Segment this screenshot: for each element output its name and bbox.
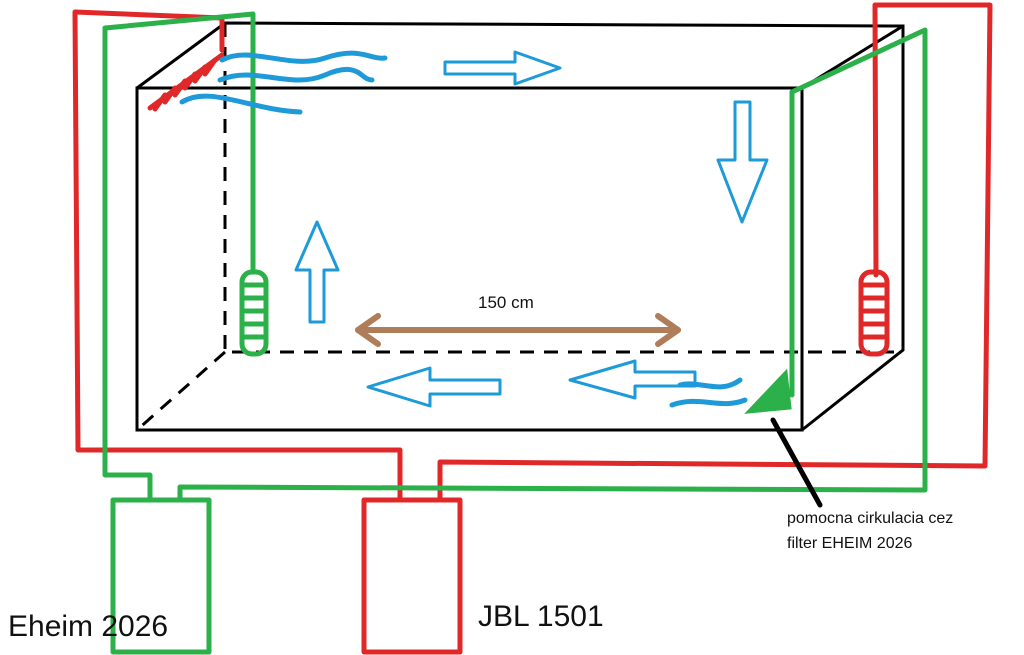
jbl-1501-filter-box [361,497,463,655]
length-arrow-left-head [355,313,381,347]
annotation-line-1: pomocna cirkulacia cez [787,510,954,527]
aquarium-tank [135,21,905,432]
eheim-filter-label: Eheim 2026 [8,610,169,643]
length-double-arrow [355,313,681,347]
eheim-strainer-ribs [242,282,266,340]
eheim-return-pipe [177,27,928,503]
wave-line [179,93,303,115]
water-currents [179,50,748,408]
tank-front-face [135,86,804,432]
length-arrow-right-head [655,313,681,347]
eheim-outlet-nozzle [744,368,792,414]
wave-line [677,377,743,390]
wave-line [669,397,748,408]
spraybar-holes [152,57,218,112]
annotation-pointer [770,417,823,508]
eheim-2026-filter-box [110,497,212,655]
wave-line [217,67,375,83]
eheim-pipes [102,11,928,655]
jbl-intake-strainer [858,269,890,357]
flow-arrows [294,50,769,408]
jbl-pipes [72,2,993,655]
wave-line [219,50,388,64]
jbl-outflow-pipe [72,9,403,503]
tank-length-label: 150 cm [478,293,534,312]
tank-hidden-bottom-edge [136,350,226,432]
flow-arrow-left [568,359,697,400]
flow-arrow-down [716,100,769,224]
jbl-intake-pipe [437,2,993,503]
flow-arrow-right [443,50,562,86]
flow-arrow-up [294,220,340,324]
jbl-strainer-ribs [861,282,887,340]
annotation-line-2: filter EHEIM 2026 [787,535,913,552]
flow-arrow-left [366,366,502,408]
eheim-intake-strainer [239,269,269,357]
tank-hidden-edges [223,23,903,354]
jbl-filter-label: JBL 1501 [478,600,604,633]
